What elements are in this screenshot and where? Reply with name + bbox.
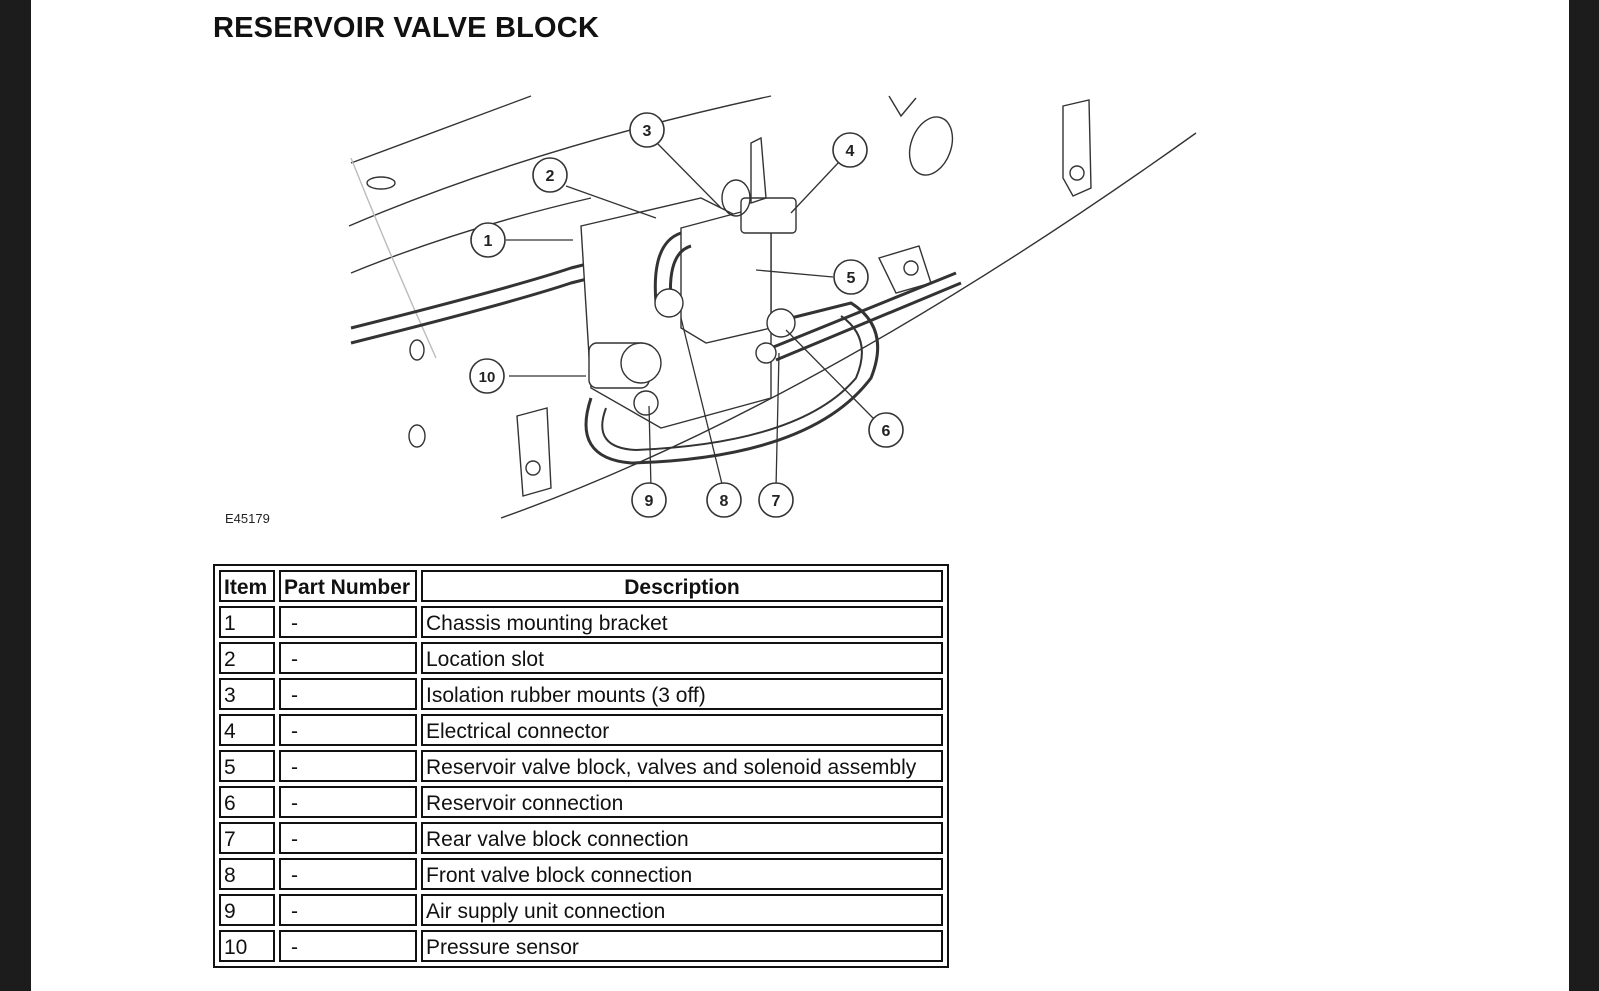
callout-7: 7 <box>758 482 794 518</box>
header-item: Item <box>219 570 275 602</box>
svg-text:5: 5 <box>847 270 856 287</box>
item-cell: 9 <box>219 894 275 926</box>
item-cell: 6 <box>219 786 275 818</box>
part-number-cell: - <box>279 750 417 782</box>
callout-10: 10 <box>469 358 505 394</box>
part-number-cell: - <box>279 714 417 746</box>
description-cell: Front valve block connection <box>421 858 943 890</box>
part-number-cell: - <box>279 858 417 890</box>
part-number-cell: - <box>279 678 417 710</box>
callout-5: 5 <box>833 259 869 295</box>
item-cell: 5 <box>219 750 275 782</box>
description-cell: Electrical connector <box>421 714 943 746</box>
description-cell: Pressure sensor <box>421 930 943 962</box>
description-cell: Air supply unit connection <box>421 894 943 926</box>
table-row: 2 - Location slot <box>219 642 943 674</box>
description-cell: Chassis mounting bracket <box>421 606 943 638</box>
table-row: 8 - Front valve block connection <box>219 858 943 890</box>
callout-9: 9 <box>631 482 667 518</box>
part-number-cell: - <box>279 786 417 818</box>
table-header-row: Item Part Number Description <box>219 570 943 602</box>
item-cell: 2 <box>219 642 275 674</box>
description-cell: Location slot <box>421 642 943 674</box>
svg-text:7: 7 <box>772 493 781 510</box>
table-row: 9 - Air supply unit connection <box>219 894 943 926</box>
description-cell: Isolation rubber mounts (3 off) <box>421 678 943 710</box>
page-title: RESERVOIR VALVE BLOCK <box>213 12 600 44</box>
part-number-cell: - <box>279 930 417 962</box>
svg-text:8: 8 <box>720 493 729 510</box>
table-row: 6 - Reservoir connection <box>219 786 943 818</box>
table-row: 1 - Chassis mounting bracket <box>219 606 943 638</box>
description-cell: Reservoir connection <box>421 786 943 818</box>
svg-text:1: 1 <box>484 233 493 250</box>
callout-3: 3 <box>629 112 665 148</box>
item-cell: 10 <box>219 930 275 962</box>
svg-text:3: 3 <box>643 123 652 140</box>
svg-text:9: 9 <box>645 493 654 510</box>
svg-text:2: 2 <box>546 168 555 185</box>
document-page: RESERVOIR VALVE BLOCK <box>31 0 1569 991</box>
callout-8: 8 <box>706 482 742 518</box>
callout-6: 6 <box>868 412 904 448</box>
item-cell: 7 <box>219 822 275 854</box>
table-row: 10 - Pressure sensor <box>219 930 943 962</box>
svg-text:6: 6 <box>882 423 891 440</box>
part-number-cell: - <box>279 606 417 638</box>
header-description: Description <box>421 570 943 602</box>
description-cell: Reservoir valve block, valves and soleno… <box>421 750 943 782</box>
parts-table: Item Part Number Description 1 - Chassis… <box>213 564 949 968</box>
table-row: 4 - Electrical connector <box>219 714 943 746</box>
item-cell: 8 <box>219 858 275 890</box>
description-cell: Rear valve block connection <box>421 822 943 854</box>
table-row: 7 - Rear valve block connection <box>219 822 943 854</box>
svg-text:10: 10 <box>479 369 496 386</box>
table-row: 5 - Reservoir valve block, valves and so… <box>219 750 943 782</box>
figure-code: E45179 <box>225 511 270 526</box>
table-row: 3 - Isolation rubber mounts (3 off) <box>219 678 943 710</box>
callout-4: 4 <box>832 132 868 168</box>
valve-block-diagram: 1 2 3 4 5 6 7 8 9 10 <box>211 78 1231 538</box>
item-cell: 1 <box>219 606 275 638</box>
item-cell: 3 <box>219 678 275 710</box>
header-part-number: Part Number <box>279 570 417 602</box>
svg-text:4: 4 <box>846 143 855 160</box>
item-cell: 4 <box>219 714 275 746</box>
part-number-cell: - <box>279 822 417 854</box>
callout-1: 1 <box>470 222 506 258</box>
part-number-cell: - <box>279 894 417 926</box>
callout-2: 2 <box>532 157 568 193</box>
part-number-cell: - <box>279 642 417 674</box>
